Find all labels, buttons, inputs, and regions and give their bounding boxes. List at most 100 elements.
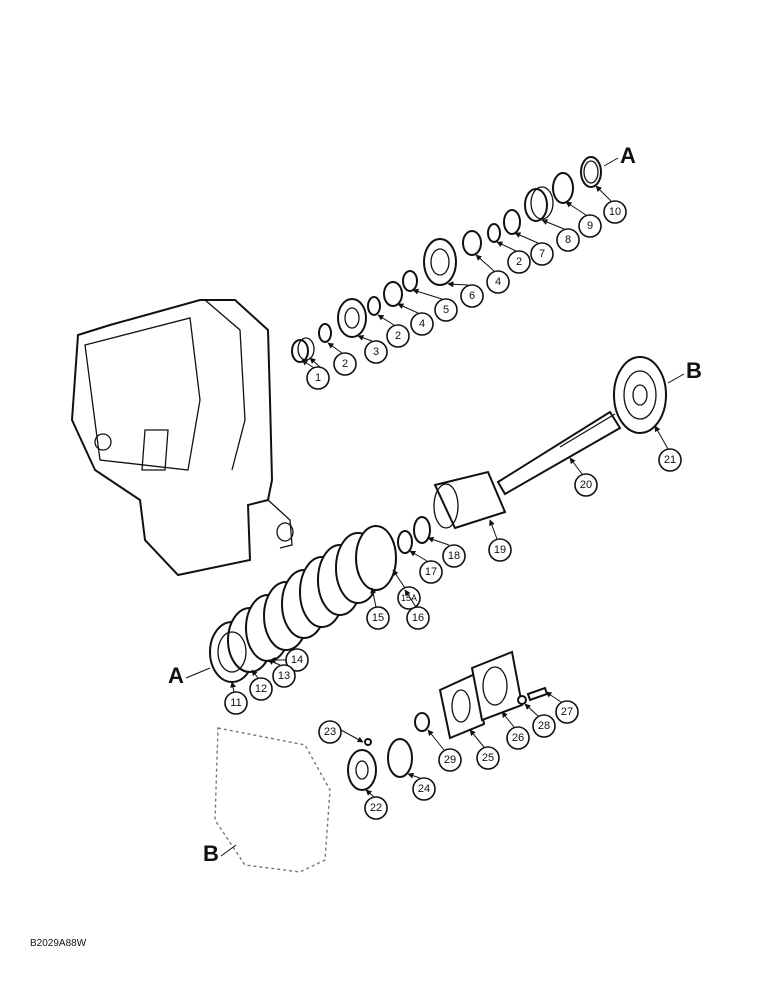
main-shaft-assembly	[397, 356, 667, 554]
callout-14: 14	[285, 648, 309, 672]
callout-2: 2	[333, 352, 357, 376]
callout-15: 15	[366, 606, 390, 630]
part-22-bearing	[347, 749, 377, 791]
callout-6: 6	[460, 284, 484, 308]
part-6-gear	[423, 238, 457, 286]
callout-17: 17	[419, 560, 443, 584]
svg-text:6: 6	[469, 290, 475, 302]
leader-lines	[230, 185, 669, 798]
part-29-nut	[414, 712, 430, 732]
svg-text:5: 5	[443, 304, 449, 316]
ref-letter-b-top: B	[686, 358, 702, 383]
part-27-bolt	[526, 686, 549, 702]
callout-28: 28	[532, 714, 556, 738]
callout-29: 29	[438, 748, 462, 772]
svg-text:27: 27	[561, 706, 573, 718]
svg-text:15: 15	[372, 612, 384, 624]
svg-text:3: 3	[373, 346, 379, 358]
part-18-snap-ring	[413, 516, 431, 544]
svg-text:8: 8	[565, 234, 571, 246]
callout-24: 24	[412, 777, 436, 801]
figure-id: B2029A88W	[30, 938, 87, 949]
svg-text:12: 12	[255, 683, 267, 695]
callout-21: 21	[658, 448, 682, 472]
callout-3: 3	[364, 340, 388, 364]
part-23-ball	[364, 738, 372, 746]
callout-10: 10	[603, 200, 627, 224]
svg-text:11: 11	[230, 697, 241, 709]
svg-text:21: 21	[664, 454, 676, 466]
part-1-seal-rings	[291, 339, 309, 363]
svg-text:28: 28	[538, 720, 550, 732]
callout-19: 19	[488, 538, 512, 562]
svg-text:1: 1	[315, 372, 321, 384]
callout-26: 26	[506, 726, 530, 750]
housing-outline-b	[214, 727, 331, 873]
callout-27: 27	[555, 700, 579, 724]
svg-text:13: 13	[278, 670, 290, 682]
part-4-needle-bearing	[383, 281, 403, 307]
svg-text:2: 2	[395, 330, 401, 342]
svg-text:9: 9	[587, 220, 593, 232]
part-9-bearing-race	[552, 172, 574, 204]
svg-text:10: 10	[609, 206, 621, 218]
part-5-thrust-washer	[402, 270, 418, 292]
part-3-bearing	[337, 298, 367, 338]
svg-text:2: 2	[342, 358, 348, 370]
clutch-pack	[209, 525, 397, 683]
callout-7: 7	[530, 242, 554, 266]
callout-23: 23	[318, 720, 342, 744]
svg-text:26: 26	[512, 732, 524, 744]
callout-2: 2	[386, 324, 410, 348]
svg-text:2: 2	[516, 256, 522, 268]
callout-22: 22	[364, 796, 388, 820]
callout-16: 16	[406, 606, 430, 630]
callout-15a: 15A	[397, 586, 421, 610]
callout-4: 4	[486, 270, 510, 294]
svg-text:25: 25	[482, 752, 494, 764]
callout-1: 1	[306, 366, 330, 390]
svg-text:4: 4	[419, 318, 425, 330]
part-7-sleeve	[503, 209, 521, 235]
part-2-snap-ring-b	[367, 296, 381, 316]
svg-text:29: 29	[444, 754, 456, 766]
callout-4: 4	[410, 312, 434, 336]
callout-18: 18	[442, 544, 466, 568]
part-2-snap-ring-c	[487, 223, 501, 243]
svg-text:23: 23	[324, 726, 336, 738]
upper-shaft-parts	[291, 156, 602, 363]
callout-5: 5	[434, 298, 458, 322]
svg-text:15A: 15A	[401, 593, 417, 603]
svg-text:16: 16	[412, 612, 424, 624]
part-19-drum	[433, 470, 507, 530]
callout-12: 12	[249, 677, 273, 701]
part-4-needle-bearing-b	[462, 230, 482, 256]
svg-text:4: 4	[495, 276, 501, 288]
callout-25: 25	[476, 746, 500, 770]
svg-text:22: 22	[370, 802, 382, 814]
callout-11: 11	[224, 691, 248, 715]
ref-letter-a-left: A	[168, 663, 184, 688]
callout-13: 13	[272, 664, 296, 688]
svg-text:7: 7	[539, 248, 545, 260]
ref-letter-b-bottom: B	[203, 841, 219, 866]
ref-letter-a-top: A	[620, 143, 636, 168]
svg-text:18: 18	[448, 550, 460, 562]
part-25-gasket	[438, 672, 486, 740]
svg-text:24: 24	[418, 783, 430, 795]
svg-text:20: 20	[580, 479, 592, 491]
svg-text:17: 17	[425, 566, 437, 578]
part-21-gear	[613, 356, 667, 434]
transmission-housing	[70, 299, 294, 577]
callout-9: 9	[578, 214, 602, 238]
svg-text:19: 19	[494, 544, 506, 556]
part-20-shaft	[496, 410, 622, 496]
part-2-snap-ring	[318, 323, 332, 343]
callout-20: 20	[574, 473, 598, 497]
svg-text:14: 14	[291, 654, 303, 666]
callout-2: 2	[507, 250, 531, 274]
part-24-snap-ring	[387, 738, 413, 778]
part-28-washer	[517, 695, 527, 705]
part-26-cover	[470, 650, 524, 722]
